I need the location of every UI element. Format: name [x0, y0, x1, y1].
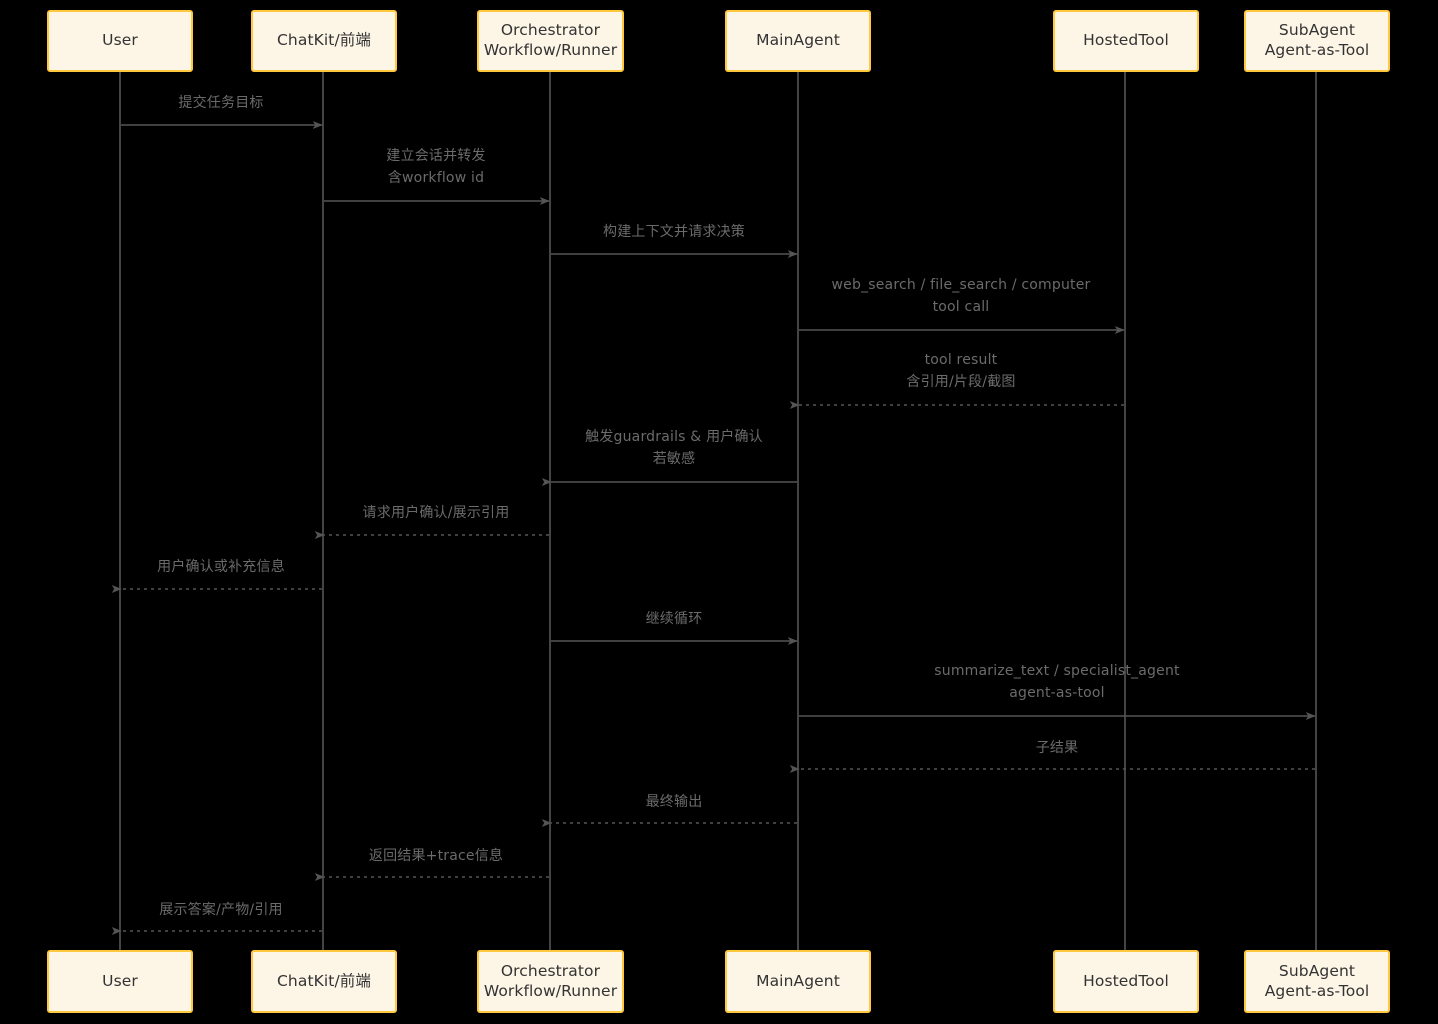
- participant-mainagent-bottom[interactable]: MainAgent: [725, 950, 871, 1013]
- participant-chatkit-top[interactable]: ChatKit/前端: [251, 10, 397, 72]
- participant-orchestrator-bottom[interactable]: Orchestrator Workflow/Runner: [477, 950, 624, 1013]
- participant-user-bottom[interactable]: User: [47, 950, 193, 1013]
- participant-orchestrator-top[interactable]: Orchestrator Workflow/Runner: [477, 10, 624, 72]
- participant-label: ChatKit/前端: [277, 971, 371, 990]
- message-arrows-group: [111, 121, 1316, 935]
- participant-mainagent-top[interactable]: MainAgent: [725, 10, 871, 72]
- lifelines-group: [119, 72, 1317, 950]
- participant-label: User: [102, 31, 138, 50]
- participant-user-top[interactable]: User: [47, 10, 193, 72]
- participant-chatkit-bottom[interactable]: ChatKit/前端: [251, 950, 397, 1013]
- participant-label: SubAgent Agent-as-Tool: [1264, 961, 1370, 1000]
- participant-label: MainAgent: [756, 971, 840, 990]
- participant-label: ChatKit/前端: [277, 31, 371, 50]
- participant-hostedtool-top[interactable]: HostedTool: [1053, 10, 1199, 72]
- participant-label: SubAgent Agent-as-Tool: [1264, 21, 1370, 59]
- participant-subagent-bottom[interactable]: SubAgent Agent-as-Tool: [1244, 950, 1390, 1013]
- participant-label: MainAgent: [756, 31, 840, 50]
- participant-label: User: [102, 971, 138, 990]
- participant-label: Orchestrator Workflow/Runner: [483, 961, 618, 1000]
- participant-subagent-top[interactable]: SubAgent Agent-as-Tool: [1244, 10, 1390, 72]
- participant-hostedtool-bottom[interactable]: HostedTool: [1053, 950, 1199, 1013]
- participant-label: HostedTool: [1083, 31, 1169, 50]
- participant-label: HostedTool: [1083, 971, 1169, 990]
- participant-label: Orchestrator Workflow/Runner: [483, 21, 618, 59]
